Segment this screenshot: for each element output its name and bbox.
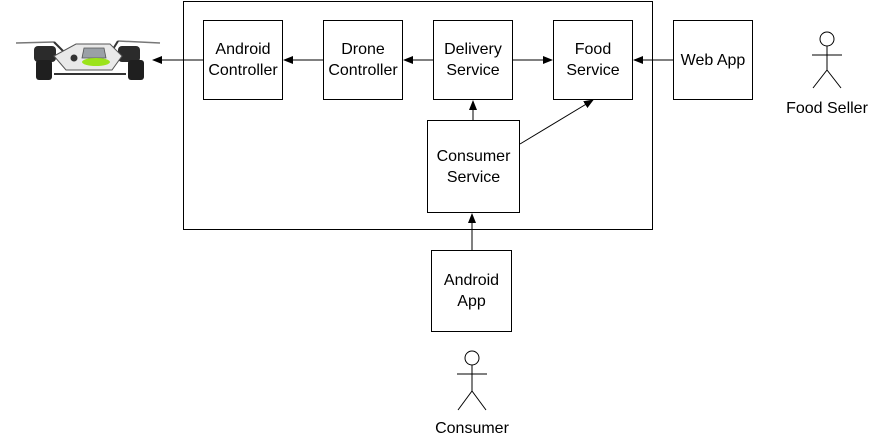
android-app-box: Android App xyxy=(431,250,512,332)
consumer-service-box: Consumer Service xyxy=(427,120,520,213)
android-controller-label: Android Controller xyxy=(208,41,278,79)
drone-controller-label: Drone Controller xyxy=(328,41,398,79)
drone-icon xyxy=(15,40,161,80)
android-controller-box: Android Controller xyxy=(203,20,283,100)
food-seller-actor-icon xyxy=(812,31,842,89)
web-app-box: Web App xyxy=(673,20,753,100)
web-app-label: Web App xyxy=(680,51,746,69)
consumer-service-label: Consumer Service xyxy=(436,147,511,186)
delivery-service-box: Delivery Service xyxy=(433,20,513,100)
android-app-label: Android App xyxy=(443,272,500,310)
food-service-box: Food Service xyxy=(553,20,633,100)
consumer-label: Consumer xyxy=(435,420,509,437)
food-seller-label: Food Seller xyxy=(786,100,868,117)
drone-controller-box: Drone Controller xyxy=(323,20,403,100)
consumer-actor-icon xyxy=(457,350,487,411)
delivery-service-label: Delivery Service xyxy=(444,41,502,79)
food-service-label: Food Service xyxy=(566,41,620,79)
